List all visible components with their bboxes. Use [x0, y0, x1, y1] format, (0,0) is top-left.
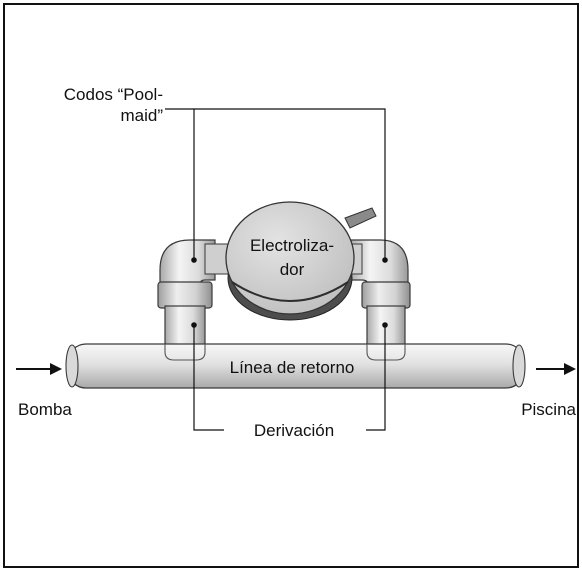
return-line-label: Línea de retorno	[230, 358, 355, 377]
left-elbow-coupling	[157, 281, 213, 309]
right-elbow-coupling	[361, 281, 411, 309]
electrolyzer-cell	[204, 201, 377, 321]
left-riser-pipe	[164, 305, 206, 347]
inflow-arrow	[16, 363, 62, 375]
elbows-label-line2: maid”	[120, 106, 163, 125]
electrolyzer-label-line1: Electroliza-	[250, 236, 334, 255]
diagram-frame	[3, 3, 579, 568]
outflow-arrow	[536, 363, 576, 375]
pipe-outlet-end	[512, 344, 526, 388]
pool-label: Piscina	[521, 400, 576, 419]
elbows-label-line1: Codos “Pool-	[64, 85, 163, 104]
left-elbow	[157, 239, 216, 347]
bypass-leader-lines	[191, 322, 388, 431]
return-line-pipe	[65, 343, 526, 389]
bypass-label: Derivación	[254, 421, 334, 440]
right-elbow	[349, 239, 411, 347]
electrolyzer-label-line2: dor	[280, 260, 305, 279]
elbows-leader-lines	[165, 108, 388, 263]
pipe-inlet-end	[65, 344, 79, 388]
pump-label: Bomba	[18, 400, 72, 419]
